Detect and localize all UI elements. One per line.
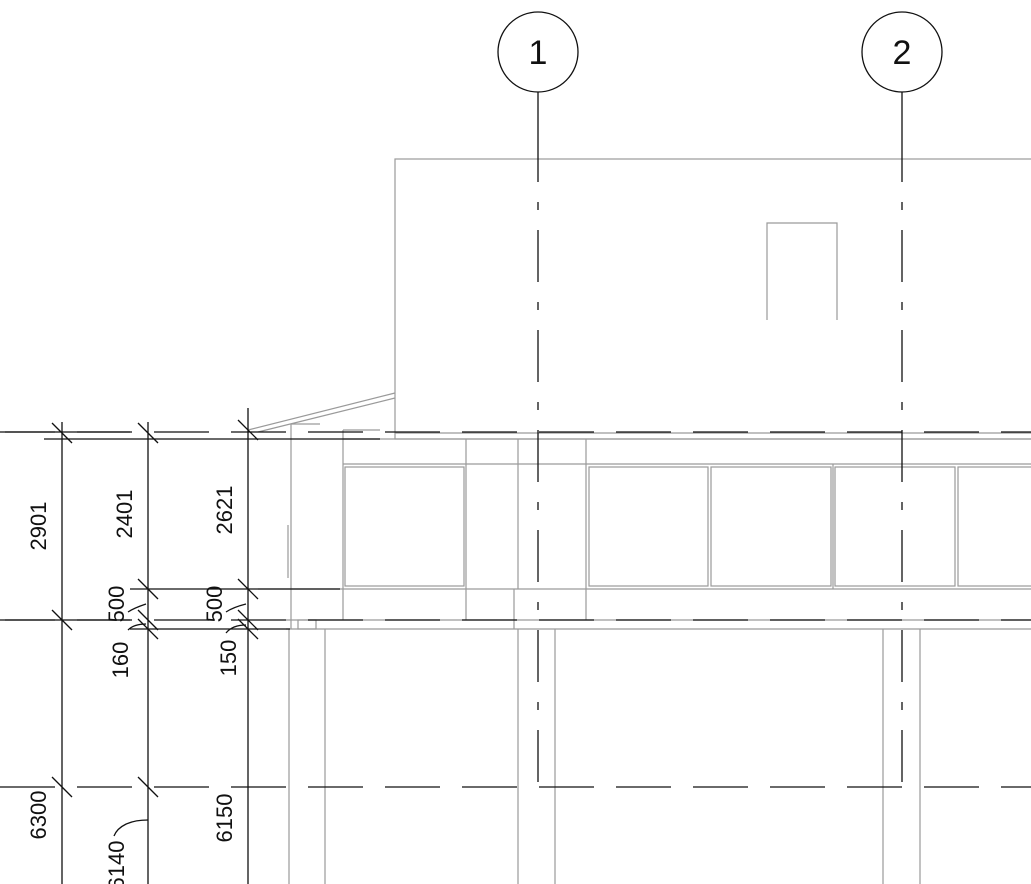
grid-label-2: 2 [893,34,912,72]
window-1 [588,466,709,587]
dim-label-500-a: 500 [104,586,129,623]
window-3 [834,466,956,587]
level-lines [0,431,1031,788]
tick [137,618,159,640]
building-outline [247,158,1031,884]
dim-label-6150: 6150 [212,794,237,843]
tick [137,422,159,444]
window-2 [710,466,832,587]
tick [51,422,73,444]
grid-label-1: 1 [529,34,548,72]
tick [237,618,259,640]
grid-bubble-2 [861,11,943,93]
dimension-lines [5,408,380,884]
ledge [297,619,317,630]
leader-160 [127,623,147,631]
dim-label-6140: 6140 [104,841,129,884]
dim-label-500-b: 500 [202,586,227,623]
tick [51,776,73,798]
tick [237,419,259,441]
tick [51,609,73,631]
roof-slope-a [247,392,396,431]
tick [137,776,159,798]
window-left [344,466,465,587]
grid-bubble-1 [497,11,579,93]
leader-500-b [225,603,247,613]
leader-150 [225,624,247,634]
grid-lines [497,11,943,787]
dim-label-150: 150 [216,640,241,677]
upper-volume [394,158,1031,440]
dim-label-2901: 2901 [26,502,51,551]
dim-label-2401: 2401 [112,490,137,539]
dim-label-6300: 6300 [26,791,51,840]
leader-500-a [127,603,147,613]
upper-opening [766,222,838,320]
tick [237,578,259,600]
dim-label-2621: 2621 [212,486,237,535]
tick [237,609,259,631]
tick [137,578,159,600]
tick [137,609,159,631]
leader-6140 [113,819,149,837]
dim-label-160: 160 [108,642,133,679]
window-4 [957,466,1031,587]
roof-slope-b [257,397,396,433]
